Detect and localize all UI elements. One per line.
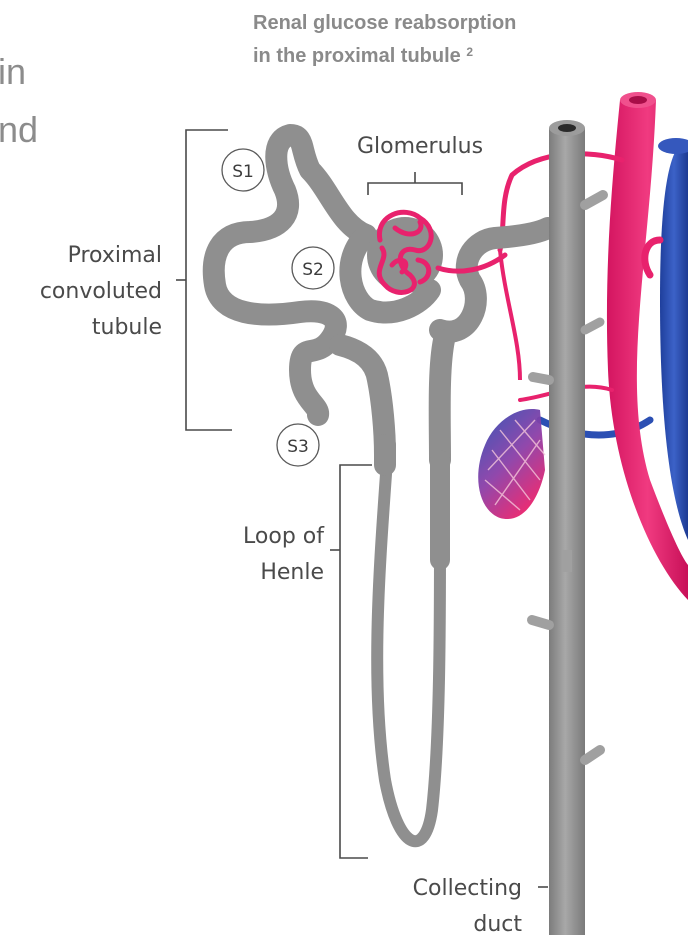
loop-label-line-1: Loop of xyxy=(243,524,325,549)
collecting-duct xyxy=(532,120,603,935)
proximal-label-line-1: Proximal xyxy=(68,243,162,268)
segment-s1: S1 xyxy=(222,149,264,191)
collecting-label-line-2: duct xyxy=(473,912,522,935)
loop-of-henle xyxy=(377,445,440,841)
peritubular-capillaries xyxy=(478,250,545,519)
artery xyxy=(500,92,688,600)
collecting-label-line-1: Collecting xyxy=(413,876,522,901)
loop-bracket xyxy=(340,465,372,858)
segment-s3: S3 xyxy=(277,424,319,466)
proximal-label-line-2: convoluted xyxy=(40,279,162,304)
glomerulus-bracket xyxy=(368,172,462,195)
segment-s2: S2 xyxy=(292,247,334,289)
proximal-label-line-3: tubule xyxy=(92,315,162,340)
glomerulus-label: Glomerulus xyxy=(357,134,483,159)
segment-s1-label: S1 xyxy=(232,162,254,182)
segment-s2-label: S2 xyxy=(302,260,324,280)
loop-label-line-2: Henle xyxy=(260,560,324,585)
segment-s3-label: S3 xyxy=(287,437,309,457)
